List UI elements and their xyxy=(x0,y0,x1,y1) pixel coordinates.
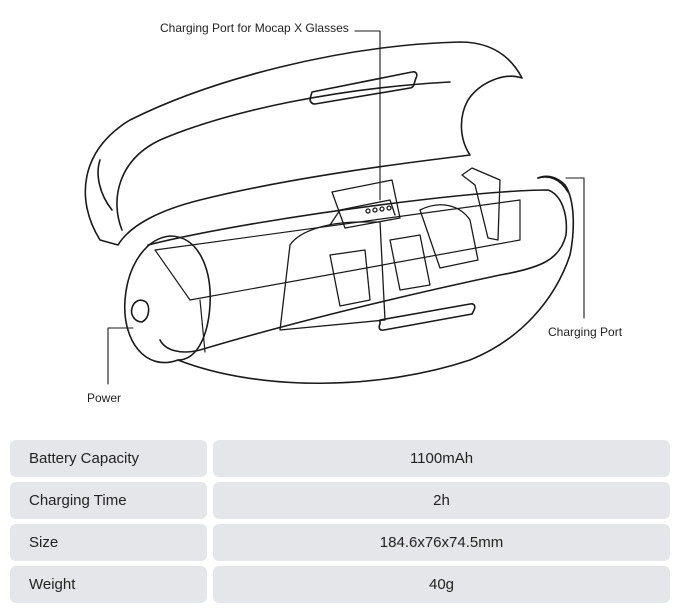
spec-row-battery-capacity: Battery Capacity 1100mAh xyxy=(10,440,670,477)
spec-value: 1100mAh xyxy=(213,440,670,477)
spec-key: Weight xyxy=(10,566,207,603)
case-end-cap xyxy=(124,235,211,364)
power-label: Power xyxy=(87,391,122,405)
spec-key: Charging Time xyxy=(10,482,207,519)
spec-row-size: Size 184.6x76x74.5mm xyxy=(10,524,670,561)
case-base xyxy=(147,175,575,385)
spec-key: Size xyxy=(10,524,207,561)
leader-charging-port xyxy=(565,177,585,319)
spec-value: 2h xyxy=(213,482,670,519)
callout-leader-lines xyxy=(107,30,585,385)
spec-value: 40g xyxy=(213,566,670,603)
glasses-cradle xyxy=(279,167,501,331)
mocap-glasses-port-label: Charging Port for Mocap X Glasses xyxy=(160,21,349,35)
spec-row-weight: Weight 40g xyxy=(10,566,670,603)
spec-table: Battery Capacity 1100mAh Charging Time 2… xyxy=(10,440,670,608)
leader-mocap-port xyxy=(354,30,381,201)
power-button-icon xyxy=(130,299,150,323)
charging-port-label: Charging Port xyxy=(548,325,623,339)
case-lid xyxy=(84,41,523,246)
spec-row-charging-time: Charging Time 2h xyxy=(10,482,670,519)
leader-power xyxy=(107,327,134,385)
spec-value: 184.6x76x74.5mm xyxy=(213,524,670,561)
spec-key: Battery Capacity xyxy=(10,440,207,477)
charging-case-illustration xyxy=(84,30,585,385)
